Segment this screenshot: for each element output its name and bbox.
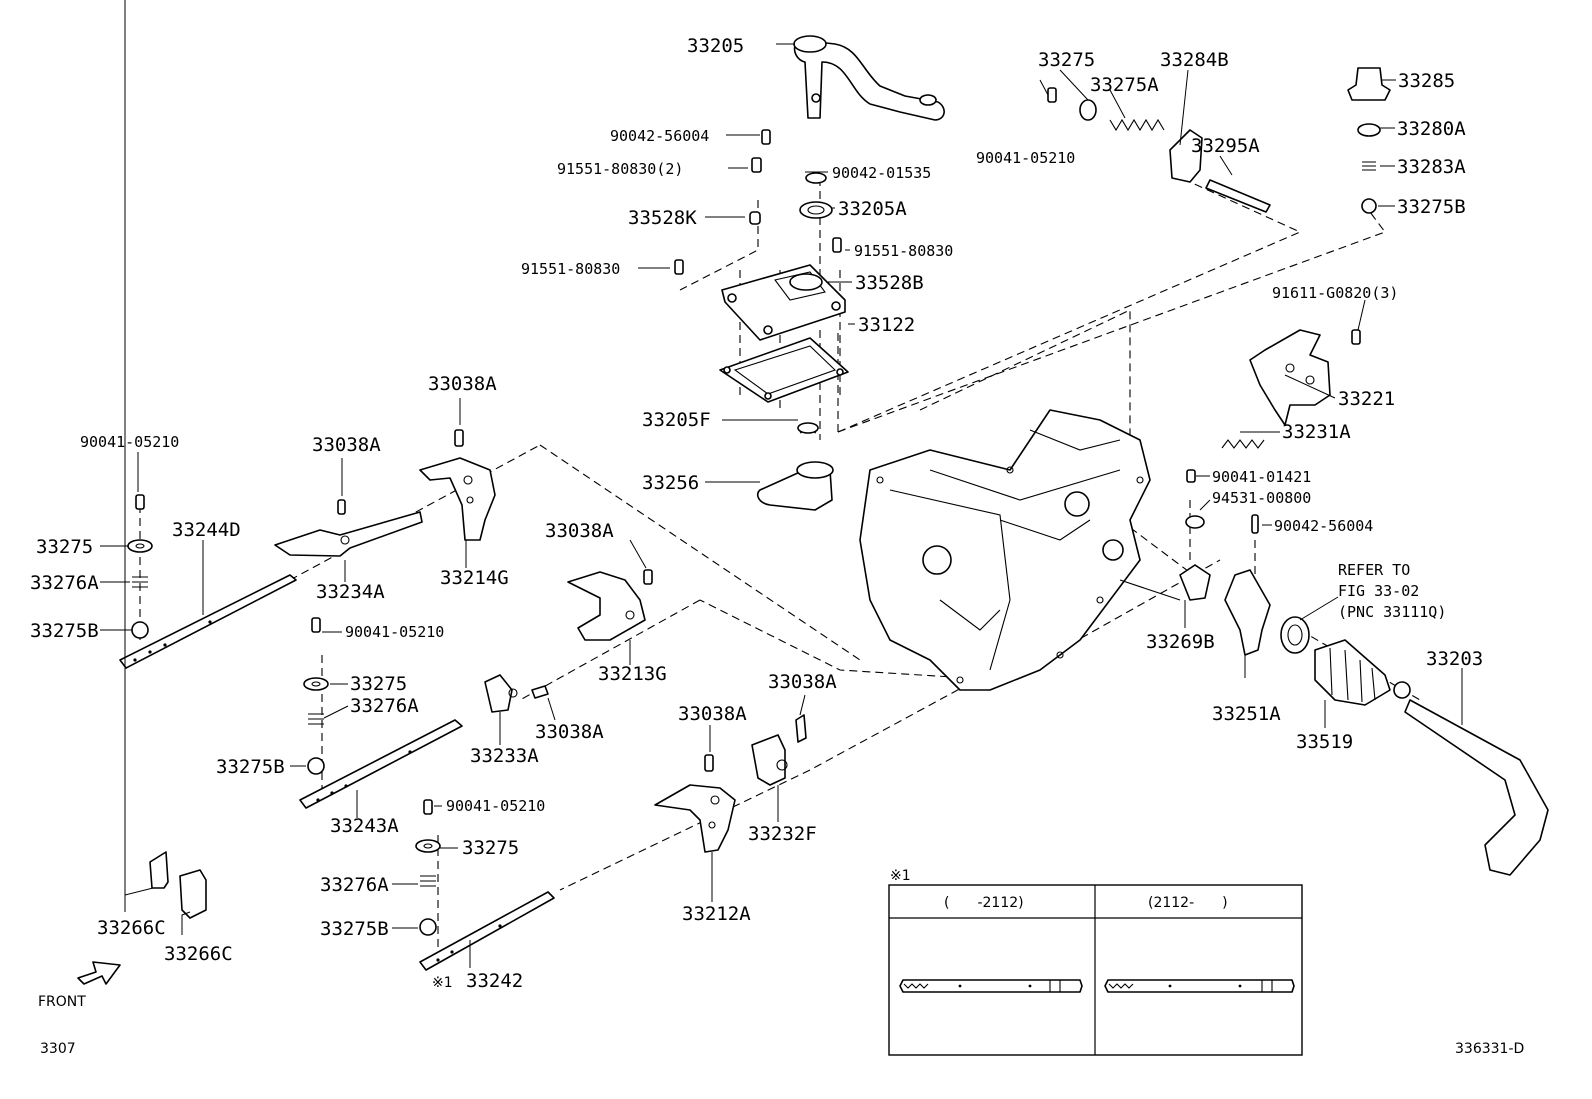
label-33275A: 33275A: [1090, 74, 1159, 96]
label-33275B-top: 33275B: [1397, 196, 1466, 218]
label-33231A: 33231A: [1282, 421, 1351, 443]
label-front: FRONT: [38, 994, 86, 1010]
detent-stack-left: [127, 494, 153, 639]
label-33266C-b: 33266C: [164, 943, 233, 965]
detent-stack-middle: [303, 617, 329, 775]
inset-variant-table: ※1 ( -2112) (2112- ): [888, 868, 1303, 1056]
label-33283A: 33283A: [1397, 156, 1466, 178]
part-labels: 33205 90042-56004 91551-80830(2) 90042-0…: [30, 35, 1524, 1057]
shaft-assembly-right: [1179, 564, 1549, 876]
label-90041-01421: 90041-01421: [1212, 468, 1311, 486]
label-33276A-mid: 33276A: [350, 695, 419, 717]
fork-assembly-33234A: [274, 429, 496, 557]
label-33269B: 33269B: [1146, 631, 1215, 653]
label-33234A: 33234A: [316, 581, 385, 603]
label-33276A-bottom: 33276A: [320, 874, 389, 896]
gasket-33122: [719, 337, 849, 403]
inset-marker: ※1: [890, 868, 911, 884]
label-33038A-6: 33038A: [678, 703, 747, 725]
label-33256: 33256: [642, 472, 699, 494]
label-33232F: 33232F: [748, 823, 817, 845]
label-33205A: 33205A: [838, 198, 907, 220]
detent-parts-top: [1047, 67, 1391, 214]
label-94531-00800: 94531-00800: [1212, 489, 1311, 507]
shaft-33244D: [119, 574, 297, 669]
label-refer-2: FIG 33-02: [1338, 582, 1419, 600]
label-page-code: 3307: [40, 1041, 76, 1057]
label-33251A: 33251A: [1212, 703, 1281, 725]
inset-col-right: (2112- ): [1148, 895, 1228, 911]
label-33214G: 33214G: [440, 567, 509, 589]
label-33038A-4: 33038A: [535, 721, 604, 743]
label-33205F: 33205F: [642, 409, 711, 431]
label-33213G: 33213G: [598, 663, 667, 685]
lever-33256: [756, 461, 834, 511]
label-33275B-mid: 33275B: [216, 756, 285, 778]
label-33275-mid: 33275: [350, 673, 407, 695]
fork-assembly-33213G: [484, 569, 653, 713]
inset-shaft-left: [899, 979, 1083, 993]
leader-lines: [100, 0, 1463, 968]
label-33275-bottom: 33275: [462, 837, 519, 859]
label-33275B-bottom: 33275B: [320, 918, 389, 940]
label-33528B: 33528B: [855, 272, 924, 294]
front-arrow-icon: [77, 961, 121, 985]
label-33276A-left: 33276A: [30, 572, 99, 594]
label-33243A: 33243A: [330, 815, 399, 837]
spring-33205F: [797, 422, 819, 434]
label-33122: 33122: [858, 314, 915, 336]
label-33205: 33205: [687, 35, 744, 57]
label-91551-80830-right: 91551-80830: [854, 242, 953, 260]
shift-cover-33528B: [721, 264, 846, 341]
label-33285: 33285: [1398, 70, 1455, 92]
label-33242: 33242: [466, 970, 523, 992]
label-33280A: 33280A: [1397, 118, 1466, 140]
label-33233A: 33233A: [470, 745, 539, 767]
label-33275-left: 33275: [36, 536, 93, 558]
label-33266C-a: 33266C: [97, 917, 166, 939]
shaft-33243A: [299, 719, 463, 809]
inset-col-left: ( -2112): [944, 895, 1024, 911]
label-33284B: 33284B: [1160, 49, 1229, 71]
label-33038A-5: 33038A: [768, 671, 837, 693]
label-33244D: 33244D: [172, 519, 241, 541]
label-33212A: 33212A: [682, 903, 751, 925]
label-33038A-2: 33038A: [312, 434, 381, 456]
label-33295A: 33295A: [1191, 135, 1260, 157]
label-90041-05210-top: 90041-05210: [976, 149, 1075, 167]
label-33221: 33221: [1338, 388, 1395, 410]
label-33038A-1: 33038A: [428, 373, 497, 395]
label-91551-80830-2: 91551-80830(2): [557, 160, 683, 178]
label-90042-01535: 90042-01535: [832, 164, 931, 182]
label-90041-05210-left: 90041-05210: [80, 433, 179, 451]
detent-stack-bottom: [415, 799, 441, 936]
label-90041-05210-mid: 90041-05210: [345, 623, 444, 641]
shift-lever-33205: [674, 35, 945, 275]
transmission-case: [859, 409, 1181, 691]
label-91551-80830-left: 91551-80830: [521, 260, 620, 278]
label-33203: 33203: [1426, 648, 1483, 670]
label-33038A-3: 33038A: [545, 520, 614, 542]
label-91611-G0820: 91611-G0820(3): [1272, 284, 1398, 302]
label-fig-code: 336331-D: [1455, 1041, 1524, 1057]
label-33275B-left: 33275B: [30, 620, 99, 642]
label-refer-3: (PNC 33111Q): [1338, 603, 1446, 621]
label-90042-56004-b: 90042-56004: [1274, 517, 1373, 535]
inset-shaft-right: [1104, 979, 1295, 993]
label-33242-mark: ※1: [432, 975, 453, 991]
blocks-33266C: [149, 851, 207, 919]
label-90042-56004-a: 90042-56004: [610, 127, 709, 145]
shaft-33242: [419, 891, 555, 971]
label-33275-top: 33275: [1038, 49, 1095, 71]
label-90041-05210-bottom: 90041-05210: [446, 797, 545, 815]
label-33528K: 33528K: [628, 207, 697, 229]
label-refer-1: REFER TO: [1338, 561, 1410, 579]
label-33519: 33519: [1296, 731, 1353, 753]
fork-assembly-33212A: [654, 714, 807, 853]
